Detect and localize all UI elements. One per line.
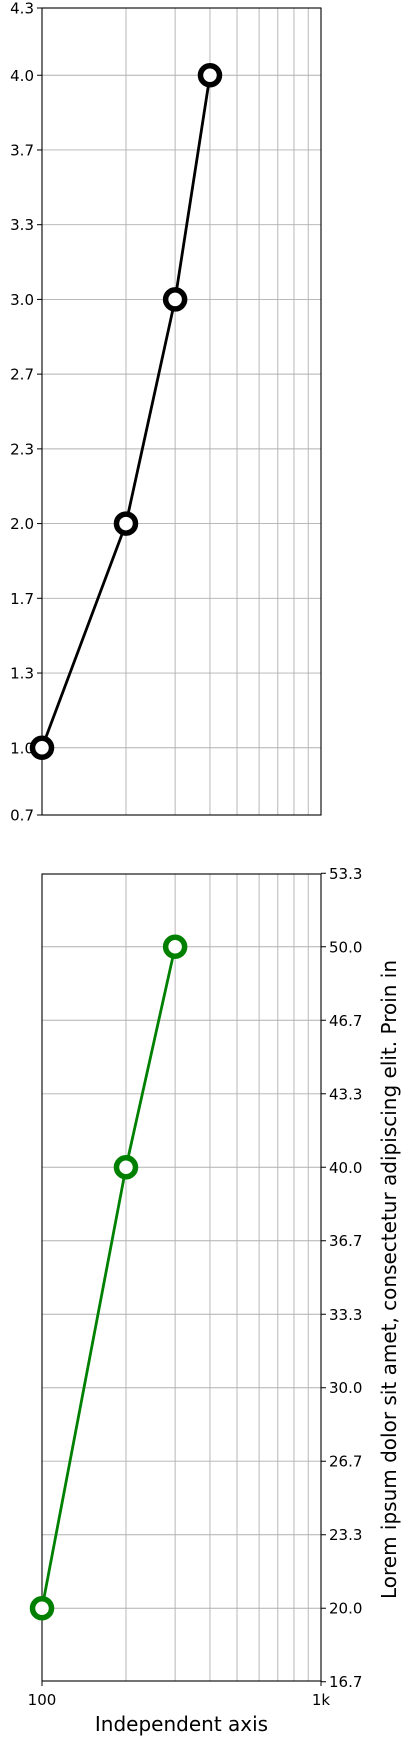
y-tick-label: 1.0	[10, 739, 34, 757]
y-tick-label: 3.3	[10, 216, 34, 234]
series-line	[40, 946, 177, 1609]
y-axis-title: Lorem ipsum dolor sit amet, consectetur …	[377, 960, 401, 1599]
plot-frame	[41, 7, 322, 816]
y-tick-label: 1.3	[10, 665, 34, 683]
y-tick-label: 33.3	[329, 1306, 362, 1324]
panel-1: 0.7 1.0 1.3 1.7 2.0 2.3 2.7 3.0 3.3 3.7 4.0 4.3	[10, 0, 322, 825]
y-tick-label: 4.0	[10, 67, 34, 85]
data-point	[113, 511, 139, 536]
y-tick-label: 2.0	[10, 515, 34, 533]
y-tick-label: 36.7	[329, 1232, 362, 1250]
x-tick-label: 100	[28, 1691, 57, 1709]
data-point	[29, 1595, 55, 1621]
y-tick-label: 20.0	[329, 1600, 362, 1618]
plot-frame	[41, 873, 322, 1682]
y-tick-label: 16.7	[329, 1673, 362, 1691]
y-tick-label: 43.3	[329, 1085, 362, 1103]
data-point	[162, 934, 188, 960]
series-line	[40, 75, 212, 749]
y-tick-label: 0.7	[10, 807, 34, 825]
y-tick-label: 2.3	[10, 440, 34, 458]
y-tick-label: 23.3	[329, 1526, 362, 1544]
x-tick-label: 1k	[312, 1691, 331, 1709]
y-tick-label: 1.7	[10, 590, 34, 608]
y-tick-label: 3.7	[10, 141, 34, 159]
y-tick-label: 50.0	[329, 938, 362, 956]
y-tick-label: 46.7	[329, 1012, 362, 1030]
panel-2: 16.7 20.0 23.3 26.7 30.0 33.3 36.7 40.0 43.3 46.7…	[28, 865, 401, 1736]
y-tick-label: 30.0	[329, 1379, 362, 1397]
data-point	[29, 735, 55, 760]
y-tick-label: 2.7	[10, 366, 34, 384]
data-point	[162, 287, 188, 312]
y-tick-label: 40.0	[329, 1159, 362, 1177]
data-point	[113, 1155, 139, 1180]
y-tick-label: 3.0	[10, 291, 34, 309]
data-point	[197, 63, 223, 88]
y-tick-label: 26.7	[329, 1453, 362, 1471]
y-tick-label: 4.3	[10, 0, 34, 18]
y-tick-label: 53.3	[329, 865, 362, 883]
x-axis-title: Independent axis	[95, 1712, 268, 1736]
